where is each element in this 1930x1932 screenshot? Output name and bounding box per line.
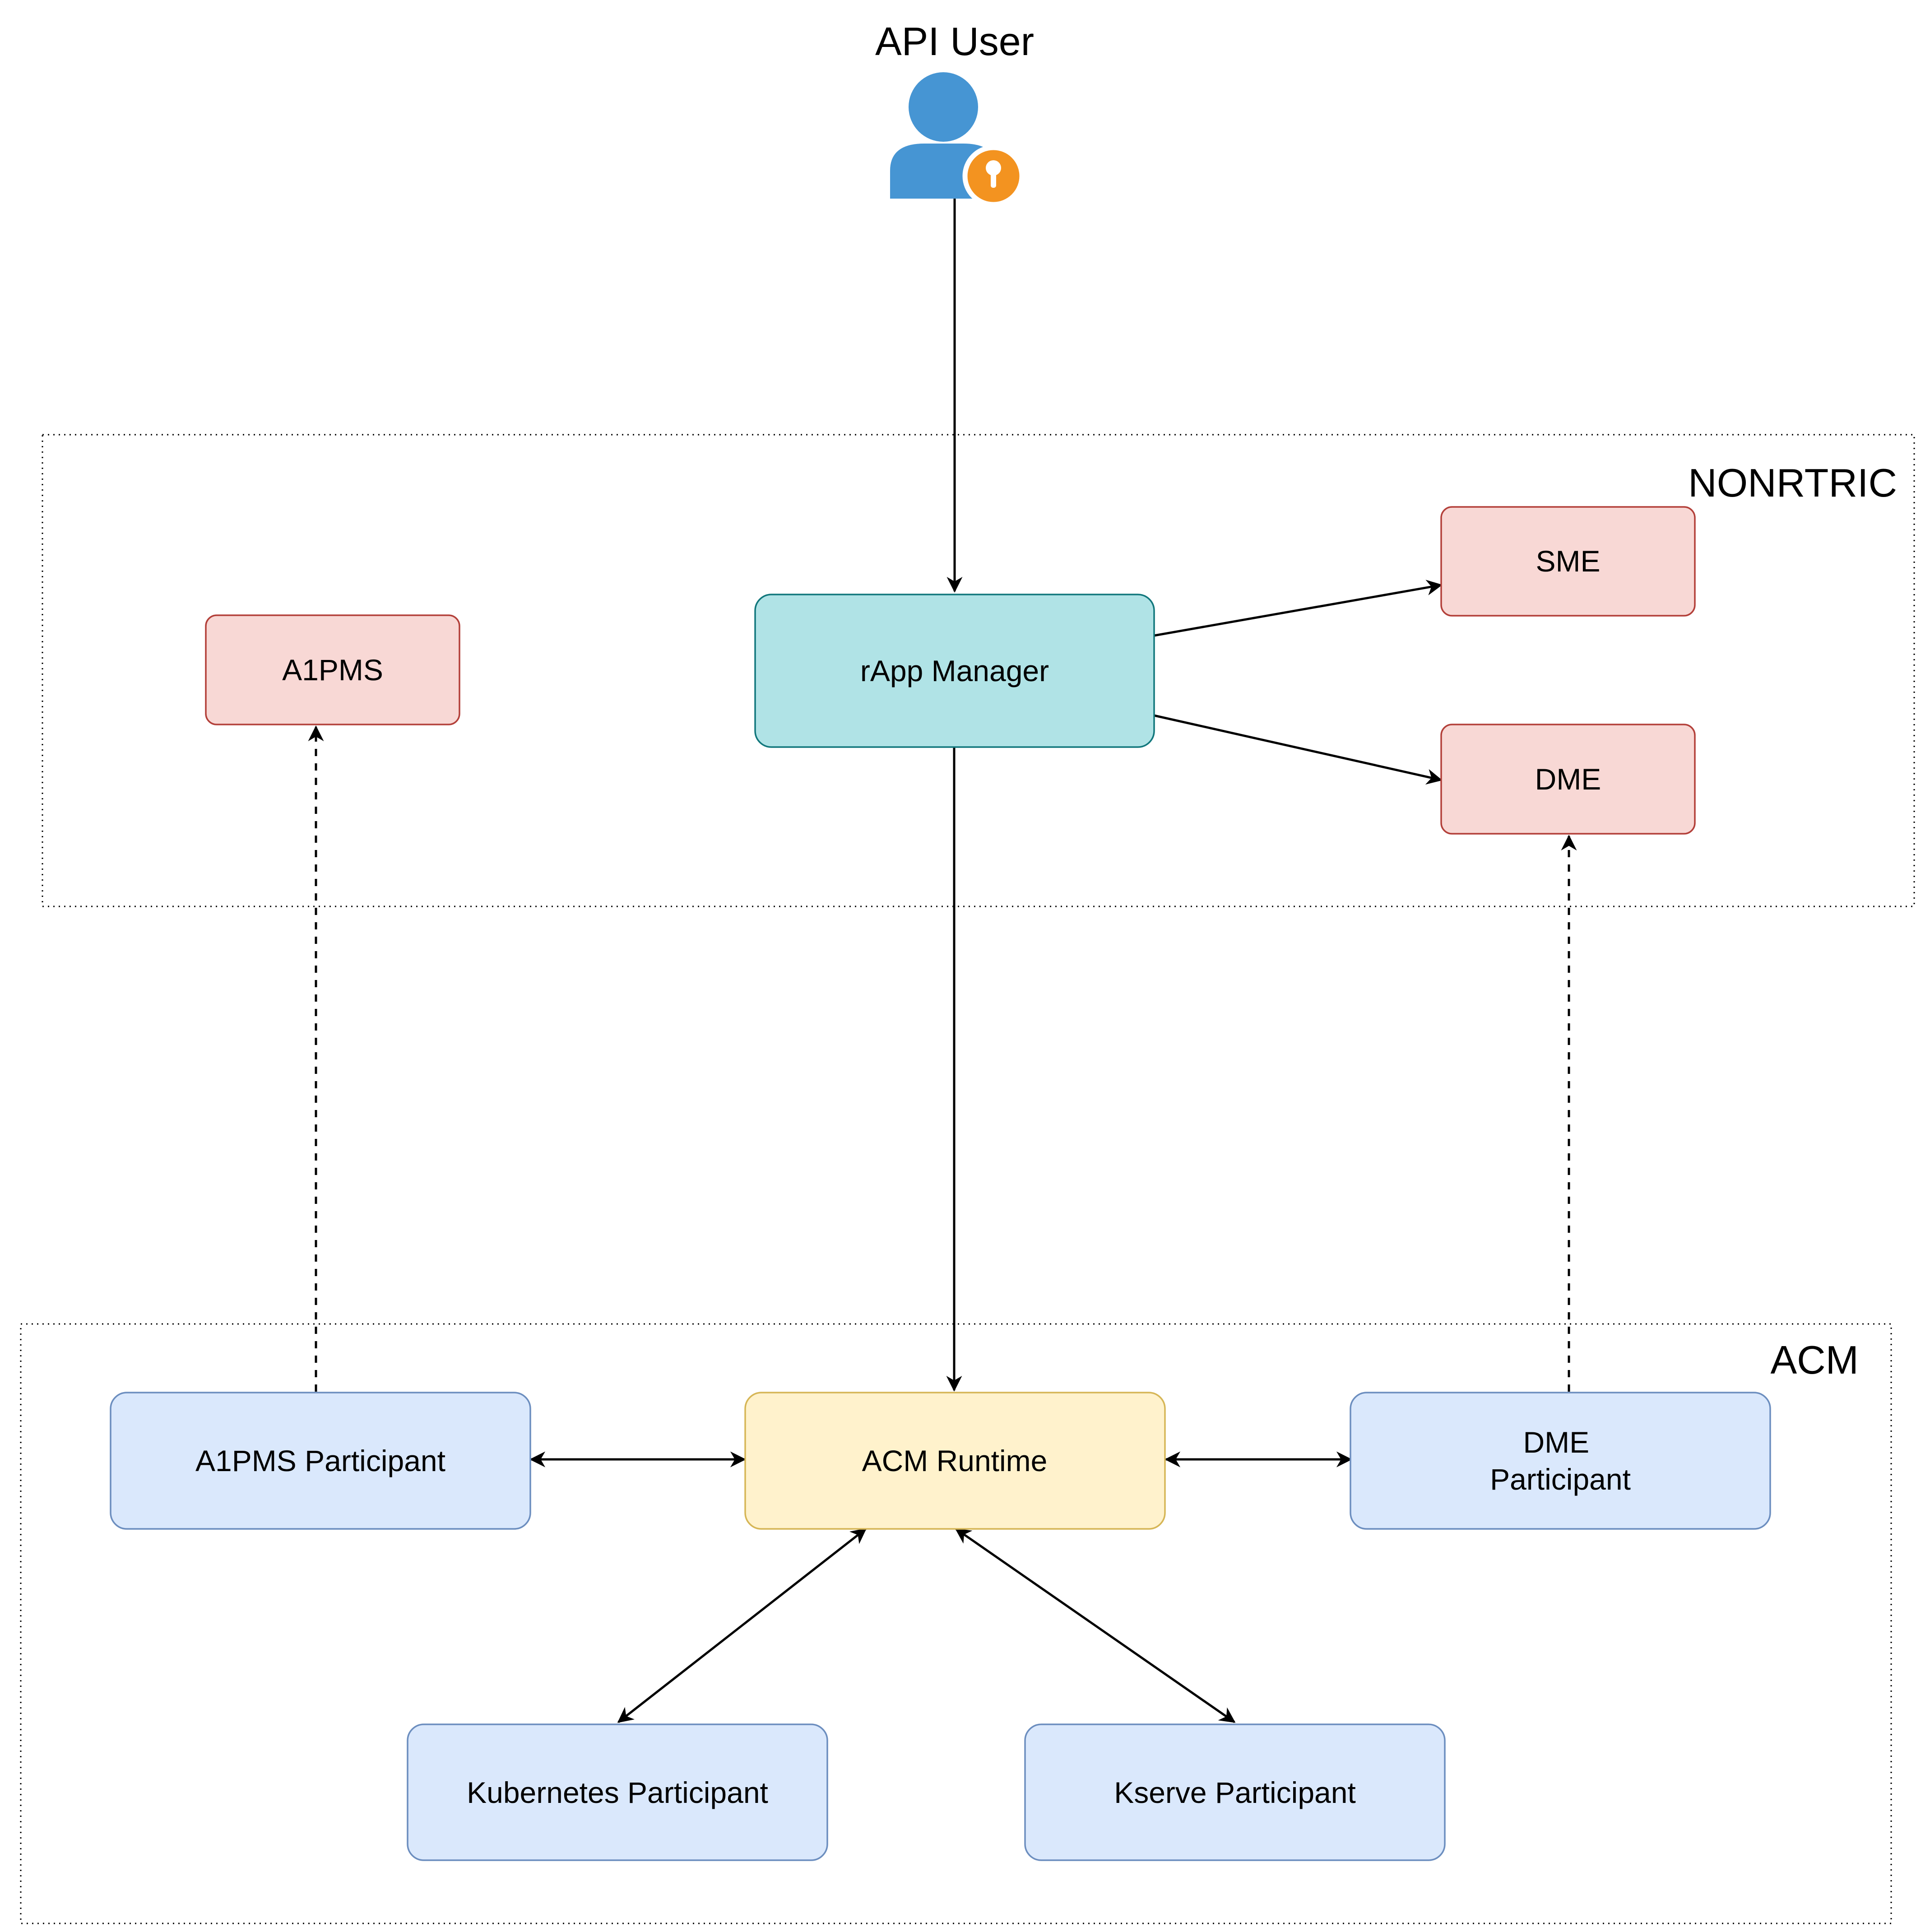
node-dme-participant-label: DME Participant	[1490, 1426, 1631, 1496]
user-key-icon	[890, 72, 1025, 207]
node-dme-participant-label-line-1: DME	[1523, 1426, 1589, 1459]
group-nonrtric: NONRTRIC	[42, 434, 1915, 907]
node-kubernetes-participant[interactable]: Kubernetes Participant	[407, 1723, 828, 1861]
node-kserve-participant-label: Kserve Participant	[1114, 1776, 1356, 1809]
node-rapp-manager[interactable]: rApp Manager	[754, 594, 1155, 748]
node-a1pms-participant-label: A1PMS Participant	[195, 1444, 445, 1477]
actor-api-user[interactable]: API User	[875, 19, 1034, 207]
node-rapp-manager-label: rApp Manager	[860, 654, 1049, 687]
key-shaft	[991, 172, 996, 188]
node-sme-box	[1440, 506, 1696, 617]
node-dme-box	[1440, 724, 1696, 835]
edge-acm-runtime-kubernetes-participant	[617, 1528, 867, 1723]
node-sme[interactable]: SME	[1440, 506, 1696, 617]
node-dme-participant[interactable]: DME Participant	[1350, 1392, 1771, 1530]
edge-rapp-manager-to-dme	[1154, 714, 1443, 785]
node-kubernetes-participant-label: Kubernetes Participant	[467, 1776, 768, 1809]
node-kubernetes-participant-box	[407, 1723, 828, 1861]
node-acm-runtime[interactable]: ACM Runtime	[744, 1392, 1166, 1530]
node-dme[interactable]: DME	[1440, 724, 1696, 835]
node-a1pms[interactable]: A1PMS	[205, 614, 460, 725]
node-rapp-manager-box	[754, 594, 1155, 748]
node-a1pms-label: A1PMS	[282, 653, 383, 687]
group-acm: ACM	[20, 1323, 1892, 1924]
group-nonrtric-label: NONRTRIC	[1688, 460, 1897, 505]
node-a1pms-participant[interactable]: A1PMS Participant	[110, 1392, 531, 1530]
node-acm-runtime-box	[744, 1392, 1166, 1530]
node-acm-runtime-label: ACM Runtime	[862, 1444, 1048, 1477]
group-nonrtric-frame	[42, 434, 1915, 907]
node-kserve-participant-box	[1024, 1723, 1446, 1861]
node-dme-participant-box	[1350, 1392, 1771, 1530]
edge-acm-runtime-kserve-participant	[955, 1528, 1236, 1723]
node-sme-label: SME	[1536, 544, 1600, 578]
node-a1pms-participant-box	[110, 1392, 531, 1530]
key-head	[986, 160, 1001, 176]
group-acm-label: ACM	[1770, 1338, 1859, 1382]
node-a1pms-box	[205, 614, 460, 725]
user-head	[909, 72, 978, 142]
node-kserve-participant[interactable]: Kserve Participant	[1024, 1723, 1446, 1861]
edges	[308, 199, 1577, 1723]
node-dme-label: DME	[1535, 762, 1601, 796]
node-dme-participant-label-line-2: Participant	[1490, 1463, 1631, 1496]
edge-rapp-manager-to-sme	[1154, 580, 1443, 637]
actor-label: API User	[875, 19, 1034, 64]
